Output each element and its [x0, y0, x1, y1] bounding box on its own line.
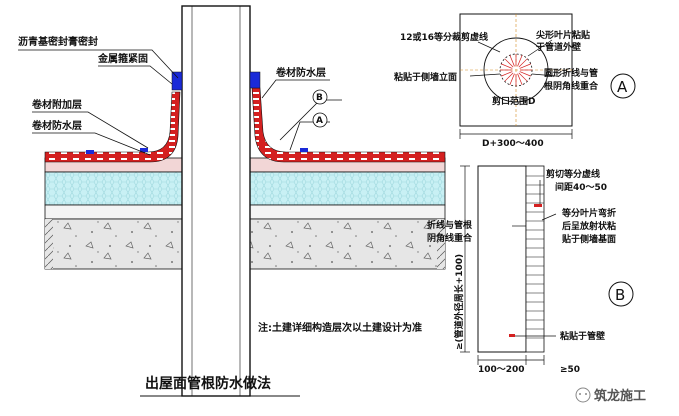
blue-mark-3 — [300, 148, 308, 152]
metal-hoop-left — [171, 71, 183, 91]
section-a-marker — [312, 112, 328, 128]
label-circle-fold-2: 根阴角线重合 — [544, 80, 599, 92]
detail-a-outer-circle — [483, 37, 549, 103]
label-side-wall: 粘贴于侧墙立面 — [393, 71, 457, 83]
detail-b-red-mark-1 — [534, 204, 542, 207]
label-metal-hoop: 金属箍紧固 — [97, 52, 148, 65]
label-cusp-leaves-2: 于管道外壁 — [536, 41, 581, 53]
detail-b-red-mark-2 — [509, 334, 515, 337]
badge-a-letter: A — [617, 78, 628, 96]
label-leaves-bend: 等分叶片弯折 — [561, 207, 616, 219]
watermark: 筑龙施工 — [575, 387, 646, 404]
section-b-marker — [312, 89, 328, 105]
radial-cut-line — [519, 71, 531, 77]
label-dim-bottom-right: ≥50 — [560, 365, 580, 375]
label-vertical-dim: ≥(管道外径周长+100) — [453, 254, 465, 350]
detail-a-radial-cuts — [500, 54, 532, 86]
radial-cut-line — [519, 63, 531, 69]
label-circle-fold: 圆形折线与管 — [544, 67, 598, 79]
label-membrane-left: 卷材防水层 — [31, 119, 82, 132]
blue-mark-1 — [86, 150, 94, 154]
left-section-detail: 沥青基密封膏密封 金属箍紧固 卷材防水层 B A 卷材附加层 卷材防水层 注:土… — [18, 5, 446, 397]
radial-cut-line — [518, 72, 528, 82]
construction-note: 注:土建详细构造层次以土建设计为准 — [258, 321, 422, 334]
label-spacing: 间距40～50 — [555, 181, 607, 193]
label-fold-line-2: 阴角线重合 — [427, 232, 473, 244]
watermark-text: 筑龙施工 — [594, 388, 646, 404]
detail-a: 12或16等分裁剪虚线 尖形叶片粘贴 于管道外壁 粘贴于侧墙立面 圆形折线与管 … — [393, 13, 636, 149]
badge-b-letter: B — [615, 286, 625, 304]
metal-hoop-right — [249, 71, 261, 89]
pipe — [181, 5, 251, 397]
badge-b-circle — [608, 281, 634, 307]
label-fold-line: 折线与管根 — [427, 219, 473, 231]
label-cusp-leaves: 尖形叶片粘贴 — [536, 29, 590, 41]
leader-lines-left — [18, 49, 179, 156]
watermark-icon — [575, 387, 591, 403]
radial-cut-line — [501, 63, 513, 69]
diagram-title: 出屋面管根防水做法 — [145, 375, 271, 392]
detail-b-sheet — [477, 165, 527, 353]
radial-cut-line — [509, 55, 515, 67]
slab-hatch-left — [45, 219, 53, 269]
radial-cut-line — [504, 72, 514, 82]
detail-a-leaders — [469, 39, 557, 77]
label-section-a: A — [316, 116, 323, 126]
label-leaves-bend-2: 后呈放射状粘 — [562, 220, 616, 232]
label-membrane-right: 卷材防水层 — [275, 66, 326, 79]
detail-b-strip — [525, 165, 545, 353]
label-additional-layer: 卷材附加层 — [31, 98, 82, 111]
radial-cut-line — [518, 58, 528, 68]
blue-mark-2 — [140, 148, 148, 152]
badge-a-circle — [610, 73, 636, 99]
radial-cut-line — [509, 73, 515, 85]
label-dim-bottom-left: 100～200 — [478, 365, 525, 375]
label-hole-range: 剪口范围D — [492, 95, 535, 107]
detail-b-cut-lines — [526, 175, 544, 339]
radial-cut-line — [517, 73, 523, 85]
label-dimension-a: D+300～400 — [482, 139, 544, 149]
label-cut-lines: 剪切等分虚线 — [546, 168, 600, 180]
membrane-left — [44, 91, 181, 163]
detail-b: 剪切等分虚线 间距40～50 折线与管根 阴角线重合 等分叶片弯折 后呈放射状粘… — [427, 165, 634, 375]
slab-hatch-right — [437, 219, 445, 269]
radial-cut-line — [504, 58, 514, 68]
membrane-right — [251, 87, 446, 163]
leader-lines-right — [261, 79, 342, 151]
label-divide-lines: 12或16等分裁剪虚线 — [400, 31, 488, 43]
label-leaves-bend-3: 贴于侧墙基面 — [562, 233, 616, 245]
detail-b-leaders — [512, 180, 557, 337]
label-pipe-wall: 粘贴于管壁 — [559, 330, 605, 342]
radial-cut-line — [517, 55, 523, 67]
label-asphalt-seal: 沥青基密封膏密封 — [18, 35, 98, 48]
label-section-b: B — [316, 93, 323, 103]
radial-cut-line — [501, 71, 513, 77]
